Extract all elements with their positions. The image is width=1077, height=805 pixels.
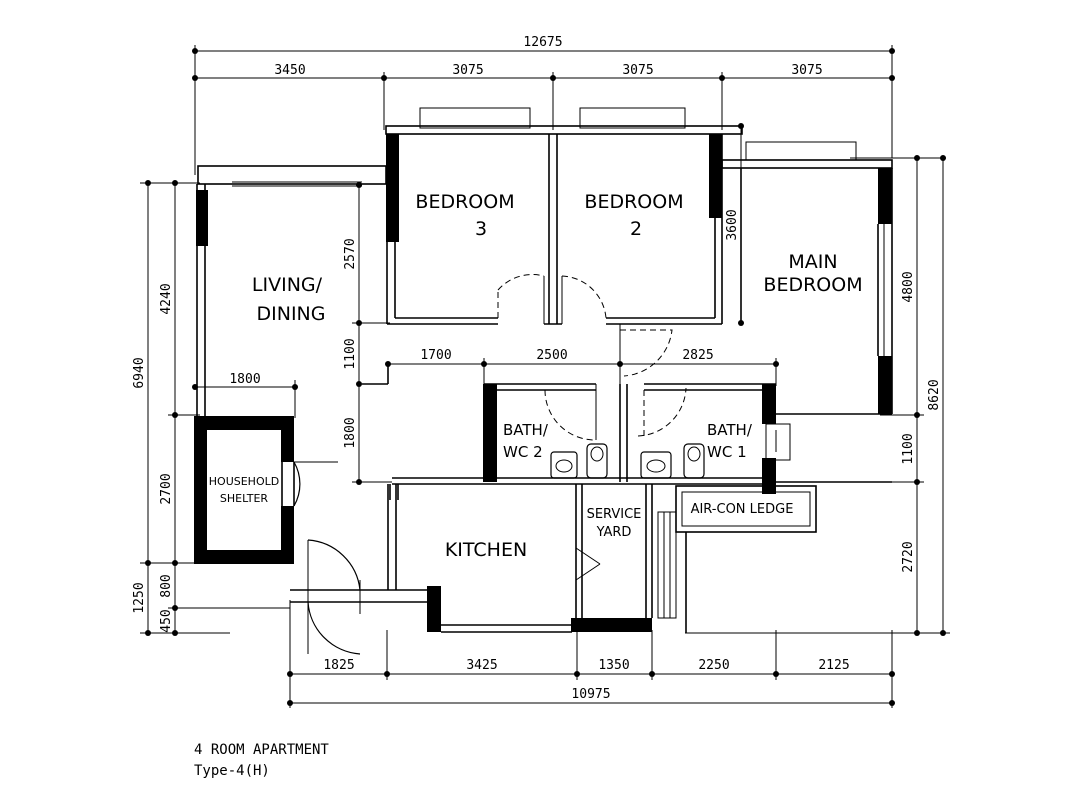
dim-corridor-1: 1700 (420, 348, 451, 363)
toilet-icon (586, 443, 608, 479)
label-living-line1: LIVING/ (252, 274, 323, 296)
label-shelter-line1: HOUSEHOLD (209, 475, 279, 488)
label-main-bedroom-line2: BEDROOM (763, 274, 862, 296)
dim-bath-height: 1800 (343, 417, 358, 448)
dim-top-2: 3075 (452, 63, 483, 78)
label-main-bedroom-line1: MAIN (788, 251, 837, 273)
dim-corridor-3: 2825 (682, 348, 713, 363)
dim-bedroom-height: 3600 (725, 209, 740, 240)
label-bath1-line2: WC 1 (707, 443, 747, 461)
dim-overall-bottom: 10975 (571, 687, 610, 702)
label-living-line2: DINING (257, 303, 326, 325)
dim-bottom-2: 3425 (466, 658, 497, 673)
dim-bottom-1: 1825 (323, 658, 354, 673)
dim-right-1: 4800 (901, 271, 916, 302)
label-service-line1: SERVICE (587, 507, 642, 522)
room-labels: BEDROOM 3 BEDROOM 2 MAIN BEDROOM LIVING/… (209, 191, 863, 561)
dim-bottom-3: 1350 (598, 658, 629, 673)
label-bath2-line1: BATH/ (503, 421, 549, 439)
basin-icon (550, 451, 578, 479)
dim-overall-top: 12675 (523, 35, 562, 50)
caption-title: 4 ROOM APARTMENT (194, 742, 329, 758)
dim-right-3: 2720 (901, 541, 916, 572)
label-kitchen: KITCHEN (445, 539, 527, 561)
dim-passage-height: 1100 (343, 338, 358, 369)
walls (194, 107, 893, 633)
dim-bottom-5: 2125 (818, 658, 849, 673)
label-service-line2: YARD (596, 525, 632, 540)
dim-bottom-4: 2250 (698, 658, 729, 673)
label-shelter-line2: SHELTER (220, 492, 268, 505)
dim-top-3: 3075 (622, 63, 653, 78)
caption: 4 ROOM APARTMENT Type-4(H) (194, 742, 329, 779)
dim-left-1: 4240 (159, 283, 174, 314)
dim-corridor-2: 2500 (536, 348, 567, 363)
label-bath2-line2: WC 2 (503, 443, 543, 461)
label-bath1-line1: BATH/ (707, 421, 753, 439)
door-swings (293, 274, 687, 655)
dim-right-outer: 8620 (927, 379, 942, 410)
toilet-icon (683, 443, 705, 479)
basin-icon (640, 451, 672, 479)
label-bedroom3-line2: 3 (475, 218, 487, 240)
dim-left-4: 450 (159, 609, 174, 632)
label-bedroom2-line1: BEDROOM (584, 191, 683, 213)
label-aircon-ledge: AIR-CON LEDGE (691, 502, 794, 517)
dimension-labels: 12675 3450 3075 3075 3075 1825 3425 1350… (132, 35, 942, 702)
dim-living-height: 2570 (343, 238, 358, 269)
label-bedroom2-line2: 2 (630, 218, 642, 240)
caption-type: Type-4(H) (194, 763, 270, 779)
dim-top-4: 3075 (791, 63, 822, 78)
dim-shelter-width: 1800 (229, 372, 260, 387)
dim-left-extra: 1250 (132, 582, 147, 613)
dim-left-outer: 6940 (132, 357, 147, 388)
label-bedroom3-line1: BEDROOM (415, 191, 514, 213)
dim-top-1: 3450 (274, 63, 305, 78)
dim-left-3: 800 (159, 574, 174, 597)
dimension-lines (140, 45, 950, 708)
dim-left-2: 2700 (159, 473, 174, 504)
fixtures (550, 443, 705, 479)
dim-right-2: 1100 (901, 433, 916, 464)
